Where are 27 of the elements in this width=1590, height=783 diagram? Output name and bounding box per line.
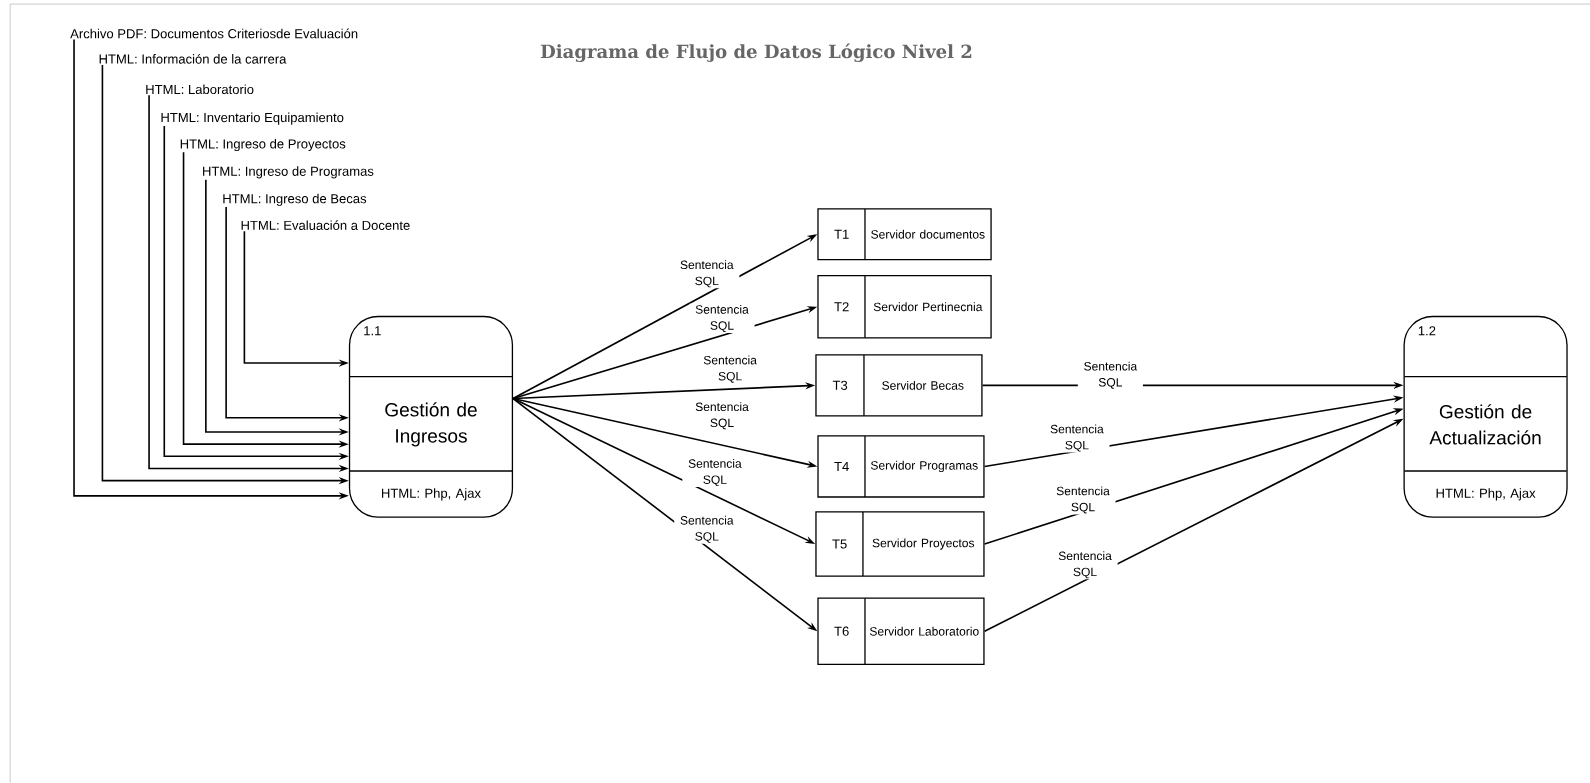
edge-label: Sentencia SQL [682, 458, 748, 488]
data-store-box: T6 Servidor Laboratorio [817, 597, 985, 666]
edge-label: Sentencia SQL [1044, 423, 1110, 453]
data-store-box: T5 Servidor Proyectos [815, 511, 985, 577]
data-store-box: T2 Servidor Pertinecnia [817, 275, 992, 339]
edge-label: Sentencia SQL [1050, 485, 1116, 515]
input-label: HTML: Ingreso de Proyectos [180, 139, 346, 152]
data-store-box: T3 Servidor Becas [815, 354, 983, 417]
input-label: HTML: Inventario Equipamiento [161, 112, 344, 125]
data-store-box: T1 Servidor documentos [817, 208, 992, 261]
input-label: HTML: Ingreso de Programas [203, 166, 374, 179]
edge-label: Sentencia SQL [697, 354, 763, 384]
input-label: HTML: Información de la carrera [99, 54, 287, 64]
process-box: 1.2 Gestión de Actualización HTML: Php, Ajax [1403, 315, 1568, 518]
edge-label: Sentencia SQL [674, 514, 740, 544]
input-label: Archivo PDF: Documentos Criteriosde Evaluación [70, 28, 358, 39]
data-store-box: T4 Servidor Programas [817, 435, 985, 498]
title: Diagrama de Flujo de Datos Lógico Nivel 2 [540, 43, 972, 63]
input-label: HTML: Evaluación a Docente [241, 220, 410, 231]
edge-label: Sentencia SQL [674, 259, 740, 289]
edge-label: Sentencia SQL [689, 303, 755, 333]
edge-label: Sentencia SQL [689, 401, 755, 431]
input-label: HTML: Ingreso de Becas [223, 193, 367, 206]
edge-label: Sentencia SQL [1077, 360, 1143, 390]
process-box: 1.1 Gestión de Ingresos HTML: Php, Ajax [348, 315, 514, 518]
edge-label: Sentencia SQL [1052, 550, 1118, 580]
input-label: HTML: Laboratorio [146, 84, 254, 95]
